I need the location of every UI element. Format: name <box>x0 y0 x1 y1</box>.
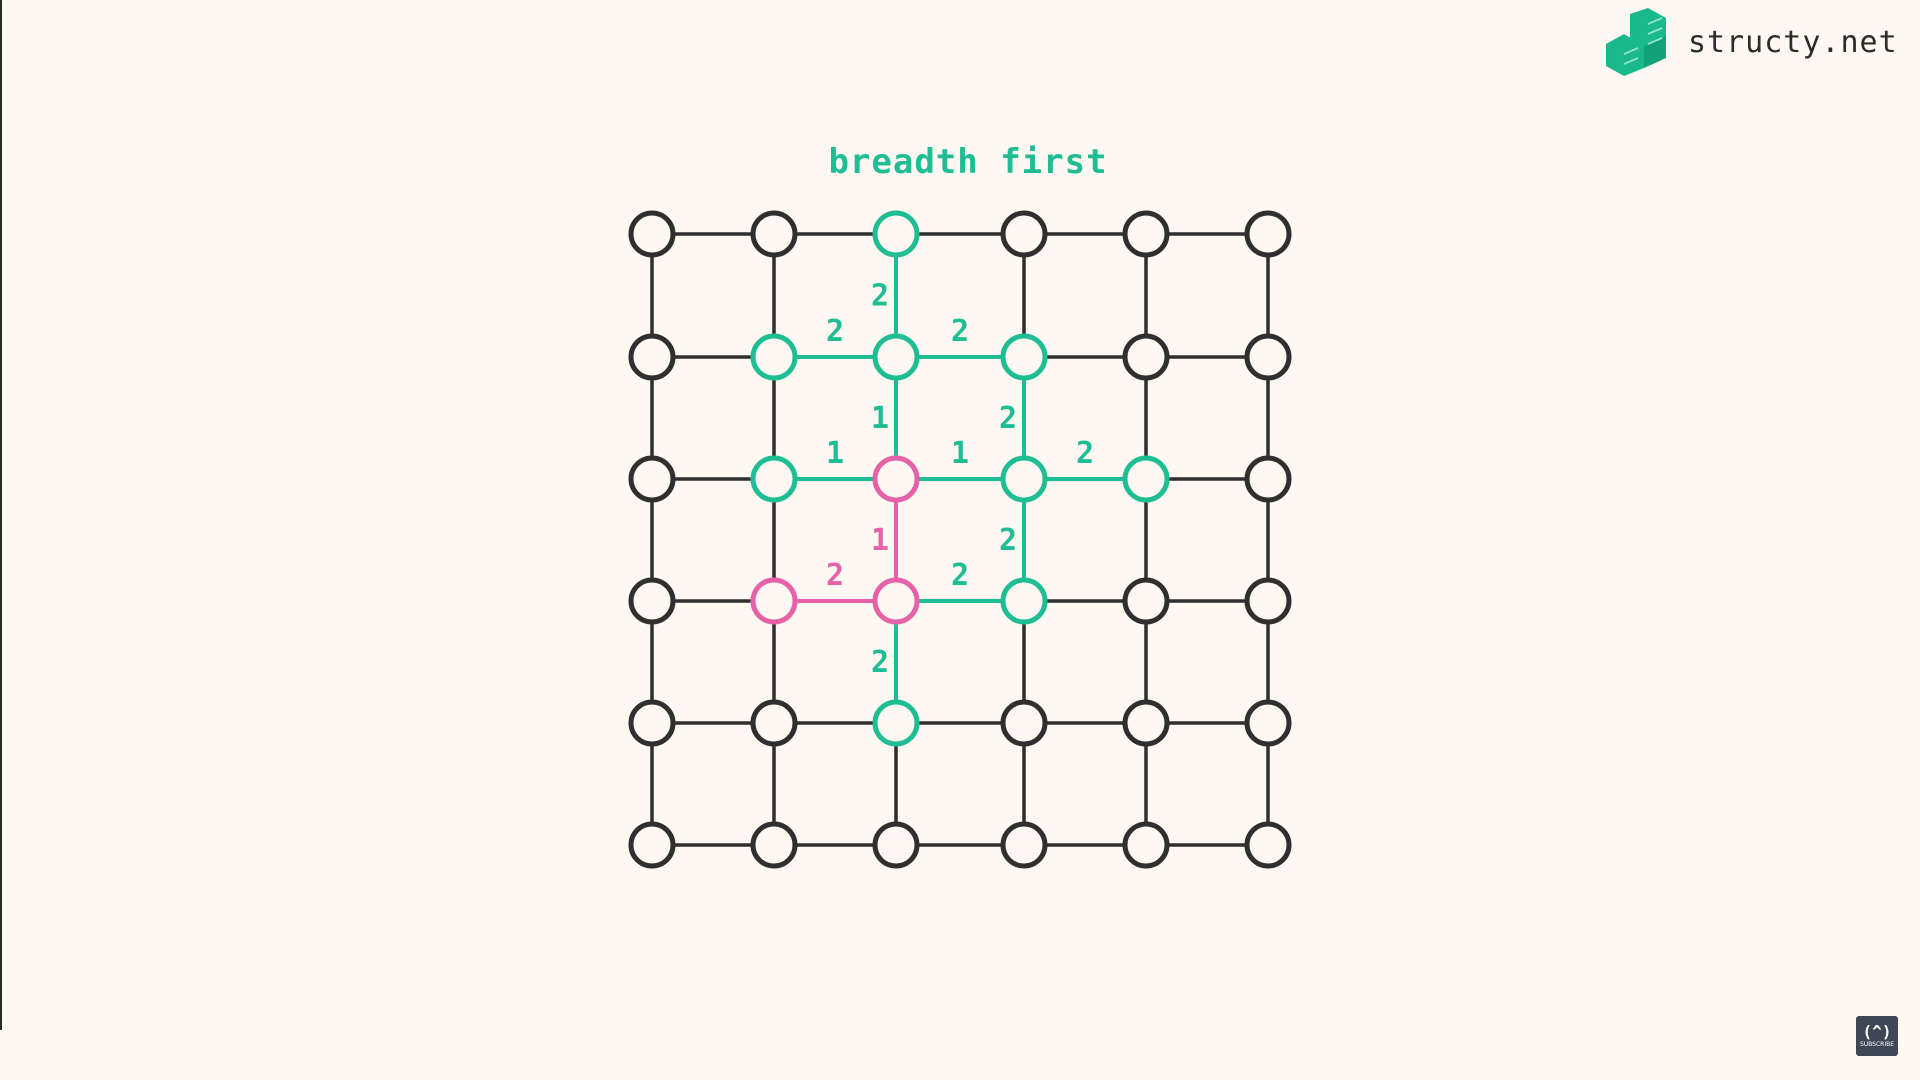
node <box>1000 821 1048 869</box>
subscribe-label: SUBSCRIBE <box>1859 1041 1895 1048</box>
node-frontier <box>872 333 920 381</box>
node <box>1122 577 1170 625</box>
left-border-line <box>0 0 2 1030</box>
node-frontier <box>1000 577 1048 625</box>
node <box>1122 333 1170 381</box>
node <box>628 455 676 503</box>
diagram-title: breadth first <box>828 142 1108 182</box>
node-frontier <box>1000 455 1048 503</box>
node <box>1122 699 1170 747</box>
edge-distance-label: 2 <box>999 523 1017 558</box>
node <box>1244 699 1292 747</box>
node <box>628 577 676 625</box>
node <box>872 821 920 869</box>
node <box>628 699 676 747</box>
node-path <box>872 455 920 503</box>
edge-distance-label: 1 <box>951 436 969 471</box>
edge-distance-label: 1 <box>871 523 889 558</box>
subscribe-badge[interactable]: (^) SUBSCRIBE <box>1856 1016 1898 1056</box>
node <box>628 210 676 258</box>
edge-distance-label: 1 <box>826 436 844 471</box>
node <box>1000 210 1048 258</box>
node <box>1244 210 1292 258</box>
brand-logo[interactable]: structy.net <box>1600 8 1898 76</box>
node-frontier <box>872 699 920 747</box>
node <box>1122 210 1170 258</box>
node <box>1000 699 1048 747</box>
node-frontier <box>750 333 798 381</box>
node <box>1244 333 1292 381</box>
node-frontier <box>1122 455 1170 503</box>
node-path <box>750 577 798 625</box>
edge-distance-label: 2 <box>951 558 969 593</box>
node <box>1244 577 1292 625</box>
nodes-layer <box>628 210 1292 869</box>
node <box>1244 821 1292 869</box>
node-frontier <box>1000 333 1048 381</box>
node <box>1122 821 1170 869</box>
freecodecamp-icon: (^) <box>1862 1022 1892 1041</box>
node-frontier <box>872 210 920 258</box>
edge-distance-label: 2 <box>826 558 844 593</box>
edge-distance-label: 2 <box>871 279 889 314</box>
edge-distance-label: 2 <box>999 401 1017 436</box>
node <box>628 821 676 869</box>
edge-distance-label: 2 <box>951 314 969 349</box>
brand-name: structy.net <box>1688 24 1898 60</box>
edge-distance-label: 1 <box>871 401 889 436</box>
edge-distance-label: 2 <box>826 314 844 349</box>
node <box>750 821 798 869</box>
node-frontier <box>750 455 798 503</box>
node <box>1244 455 1292 503</box>
node <box>750 699 798 747</box>
node <box>628 333 676 381</box>
edge-distance-label: 2 <box>1076 436 1094 471</box>
stacked-cubes-logo-icon <box>1606 8 1666 76</box>
node-path <box>872 577 920 625</box>
edge-distance-label: 2 <box>871 645 889 680</box>
node <box>750 210 798 258</box>
